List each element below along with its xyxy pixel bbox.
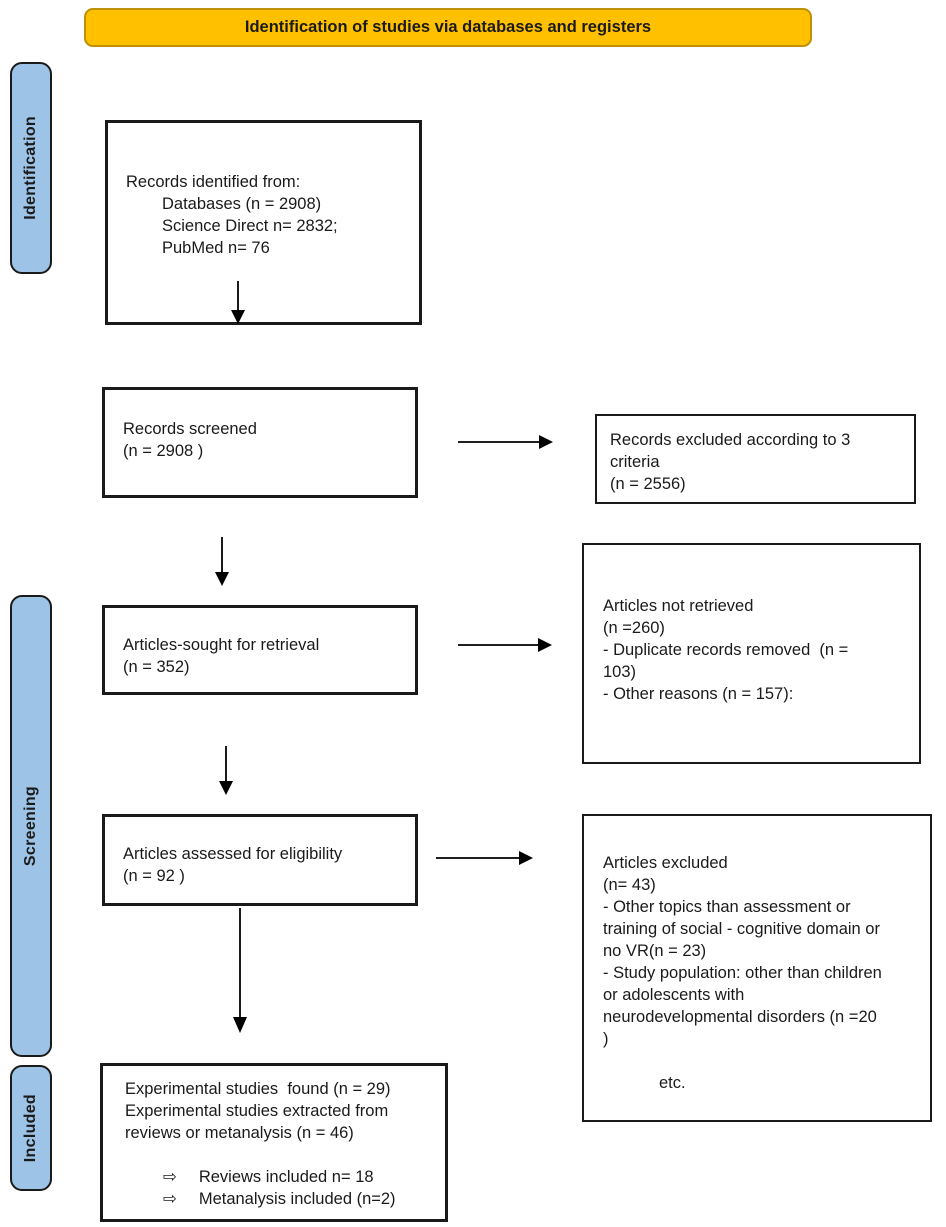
arrow-sought-to-assessed (219, 746, 233, 795)
records-excluded-line: criteria (610, 453, 660, 471)
box-articles-excluded: Articles excluded (n= 43) - Other topics… (582, 814, 932, 1122)
records-identified-title: Records identified from: (126, 173, 301, 191)
box-articles-not-retrieved: Articles not retrieved (n =260) - Duplic… (582, 543, 921, 764)
box-articles-sought: Articles-sought for retrieval (n = 352) (102, 605, 418, 695)
records-identified-item: PubMed n= 76 (162, 239, 270, 257)
stage-label-included: Included (10, 1065, 52, 1191)
records-identified-item: Science Direct n= 2832; (162, 217, 338, 235)
stage-identification-text: Identification (22, 116, 39, 220)
records-screened-count: (n = 2908 ) (123, 442, 204, 460)
articles-not-retrieved-line: Articles not retrieved (603, 597, 754, 615)
stage-screening-text: Screening (22, 785, 39, 867)
banner-title: Identification of studies via databases … (244, 18, 652, 36)
box-records-identified: Records identified from: Databases (n = … (105, 120, 422, 325)
arrow-sought-to-not-retrieved (458, 638, 552, 652)
articles-not-retrieved-line: 103) (603, 663, 637, 681)
included-studies-line: Experimental studies extracted from (125, 1102, 389, 1120)
articles-excluded-line: neurodevelopmental disorders (n =20 (603, 1008, 877, 1026)
articles-excluded-line: or adolescents with (603, 986, 745, 1004)
articles-excluded-line: training of social - cognitive domain or (603, 920, 880, 938)
articles-excluded-line: no VR(n = 23) (603, 942, 707, 960)
right-arrow-bullet-icon: ⇨ (163, 1167, 177, 1186)
articles-excluded-line: ) (603, 1030, 609, 1048)
stage-included-text: Included (22, 1093, 39, 1163)
records-identified-item: Databases (n = 2908) (162, 195, 322, 213)
articles-not-retrieved-count: (n =260) (603, 619, 665, 637)
box-articles-assessed: Articles assessed for eligibility (n = 9… (102, 814, 418, 906)
box-records-excluded: Records excluded according to 3 criteria… (595, 414, 916, 504)
included-studies-bullets: ⇨ Reviews included n= 18 ⇨ Metanalysis i… (125, 1166, 435, 1210)
articles-excluded-line: - Other topics than assessment or (603, 898, 851, 916)
articles-excluded-line: - Study population: other than children (603, 964, 882, 982)
articles-sought-line: Articles-sought for retrieval (123, 636, 320, 654)
bullet-reviews-included: ⇨ Reviews included n= 18 (163, 1166, 435, 1188)
bullet-metanalysis-included: ⇨ Metanalysis included (n=2) (163, 1188, 435, 1210)
bullet-reviews-text: Reviews included n= 18 (198, 1168, 374, 1186)
articles-not-retrieved-line: - Duplicate records removed (n = (603, 641, 849, 659)
records-excluded-count: (n = 2556) (610, 475, 686, 493)
right-arrow-bullet-icon: ⇨ (163, 1189, 177, 1208)
box-included-studies: Experimental studies found (n = 29) Expe… (100, 1063, 448, 1222)
bullet-metanalysis-text: Metanalysis included (n=2) (198, 1190, 396, 1208)
articles-sought-count: (n = 352) (123, 658, 190, 676)
records-excluded-line: Records excluded according to 3 (610, 431, 851, 449)
articles-assessed-line: Articles assessed for eligibility (123, 845, 343, 863)
arrow-screened-to-sought (215, 537, 229, 586)
arrow-screened-to-excluded (458, 435, 553, 449)
box-records-screened: Records screened (n = 2908 ) (102, 387, 418, 498)
articles-not-retrieved-line: - Other reasons (n = 157): (603, 685, 794, 703)
records-screened-line: Records screened (123, 420, 257, 438)
articles-excluded-count: (n= 43) (603, 876, 656, 894)
stage-label-identification: Identification (10, 62, 52, 274)
arrow-assessed-to-included (233, 908, 247, 1033)
articles-excluded-line: Articles excluded (603, 854, 728, 872)
included-studies-line: Experimental studies found (n = 29) (125, 1080, 391, 1098)
arrow-assessed-to-excluded (436, 851, 533, 865)
included-studies-line: reviews or metanalysis (n = 46) (125, 1124, 354, 1142)
articles-excluded-footnote: etc. (659, 1074, 686, 1092)
articles-assessed-count: (n = 92 ) (123, 867, 185, 885)
stage-label-screening: Screening (10, 595, 52, 1057)
banner-identification-of-studies: Identification of studies via databases … (84, 8, 812, 47)
